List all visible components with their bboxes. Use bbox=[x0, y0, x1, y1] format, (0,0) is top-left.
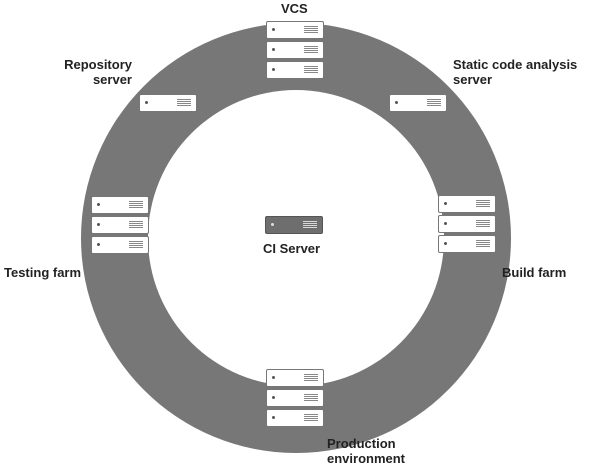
server-unit bbox=[438, 195, 496, 213]
vent-icon bbox=[427, 99, 441, 107]
server-unit bbox=[266, 369, 324, 387]
power-led-icon bbox=[272, 376, 275, 379]
power-led-icon bbox=[271, 223, 274, 226]
inner-circle bbox=[148, 90, 444, 386]
production-label-line1: Production bbox=[327, 436, 396, 451]
server-unit bbox=[91, 216, 149, 234]
power-led-icon bbox=[145, 101, 148, 104]
power-led-icon bbox=[272, 68, 275, 71]
server-unit bbox=[91, 236, 149, 254]
vent-icon bbox=[129, 201, 143, 209]
server-unit bbox=[266, 389, 324, 407]
vcs-label: VCS bbox=[281, 1, 308, 16]
ci-server-stack bbox=[265, 216, 323, 236]
build-farm-server-stack bbox=[438, 195, 496, 255]
ci-server-label: CI Server bbox=[263, 241, 321, 256]
build-farm-label: Build farm bbox=[502, 265, 567, 280]
ci-server-unit bbox=[265, 216, 323, 234]
server-unit bbox=[266, 409, 324, 427]
power-led-icon bbox=[395, 101, 398, 104]
server-unit bbox=[438, 235, 496, 253]
vent-icon bbox=[129, 221, 143, 229]
power-led-icon bbox=[444, 242, 447, 245]
power-led-icon bbox=[444, 202, 447, 205]
server-unit bbox=[389, 94, 447, 112]
repository-label: Repository server bbox=[52, 57, 132, 87]
vent-icon bbox=[304, 46, 318, 54]
static-analysis-label-line2: server bbox=[453, 72, 493, 87]
vent-icon bbox=[304, 66, 318, 74]
server-unit bbox=[266, 61, 324, 79]
server-unit bbox=[438, 215, 496, 233]
vent-icon bbox=[303, 221, 317, 229]
vcs-server-stack bbox=[266, 21, 324, 81]
vent-icon bbox=[304, 374, 318, 382]
vent-icon bbox=[304, 414, 318, 422]
server-unit bbox=[91, 196, 149, 214]
vent-icon bbox=[304, 26, 318, 34]
static-analysis-label: Static code analysis server bbox=[453, 57, 577, 87]
vent-icon bbox=[476, 240, 490, 248]
power-led-icon bbox=[272, 416, 275, 419]
vent-icon bbox=[476, 220, 490, 228]
testing-farm-server-stack bbox=[91, 196, 149, 256]
vent-icon bbox=[304, 394, 318, 402]
vent-icon bbox=[129, 241, 143, 249]
server-unit bbox=[139, 94, 197, 112]
power-led-icon bbox=[97, 223, 100, 226]
repository-server-stack bbox=[139, 94, 197, 114]
server-unit bbox=[266, 41, 324, 59]
server-unit bbox=[266, 21, 324, 39]
testing-farm-label: Testing farm bbox=[4, 265, 82, 280]
repository-label-line2: server bbox=[92, 72, 132, 87]
vent-icon bbox=[177, 99, 191, 107]
production-server-stack bbox=[266, 369, 324, 429]
power-led-icon bbox=[444, 222, 447, 225]
power-led-icon bbox=[97, 243, 100, 246]
vent-icon bbox=[476, 200, 490, 208]
static-analysis-label-line1: Static code analysis bbox=[453, 57, 578, 72]
production-label-line2: environment bbox=[327, 451, 406, 466]
power-led-icon bbox=[272, 48, 275, 51]
power-led-icon bbox=[272, 28, 275, 31]
production-label: Production environment bbox=[327, 436, 405, 466]
power-led-icon bbox=[272, 396, 275, 399]
repository-label-line1: Repository bbox=[64, 57, 132, 72]
power-led-icon bbox=[97, 203, 100, 206]
static-analysis-server-stack bbox=[389, 94, 447, 114]
